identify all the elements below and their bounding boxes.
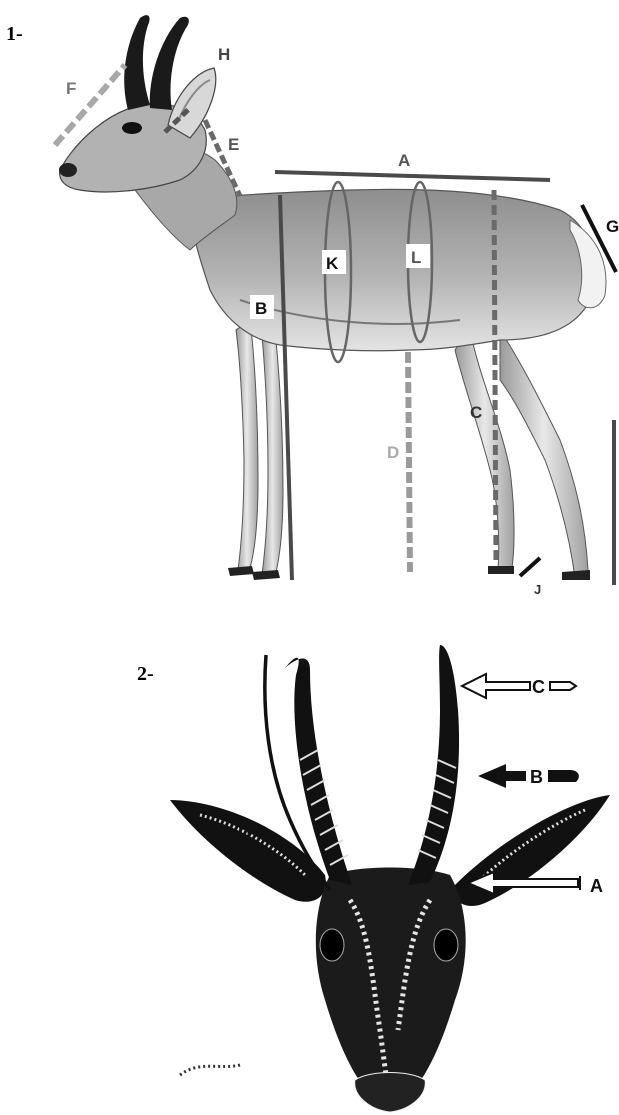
figure-panel-1: 1- [0,0,619,600]
line-d [408,352,410,572]
panel-number-1: 1- [6,23,23,45]
arrow-c [462,674,576,698]
line-j [520,558,540,576]
label-horn-a: A [590,876,603,896]
label-horn-b: B [530,767,543,787]
label-d: D [387,443,399,462]
label-j: J [534,582,541,597]
label-c: C [470,403,482,422]
label-k: K [326,254,339,273]
gazelle-illustration [59,15,606,580]
label-a: A [398,151,410,170]
label-g: G [606,217,619,236]
label-h: H [218,45,230,64]
figure-panel-2: 2- D [0,600,619,1115]
label-l: L [411,248,421,267]
panel-number-2: 2- [137,663,154,685]
label-horn-d: D [238,824,251,844]
label-b: B [255,299,267,318]
arrow-b [478,764,579,788]
label-horn-c: C [532,677,545,697]
label-e: E [228,135,239,154]
gazelle-side-diagram: 1- [0,0,619,600]
line-a [275,172,550,180]
gazelle-head-diagram: 2- D [0,600,619,1115]
label-f: F [66,79,76,98]
